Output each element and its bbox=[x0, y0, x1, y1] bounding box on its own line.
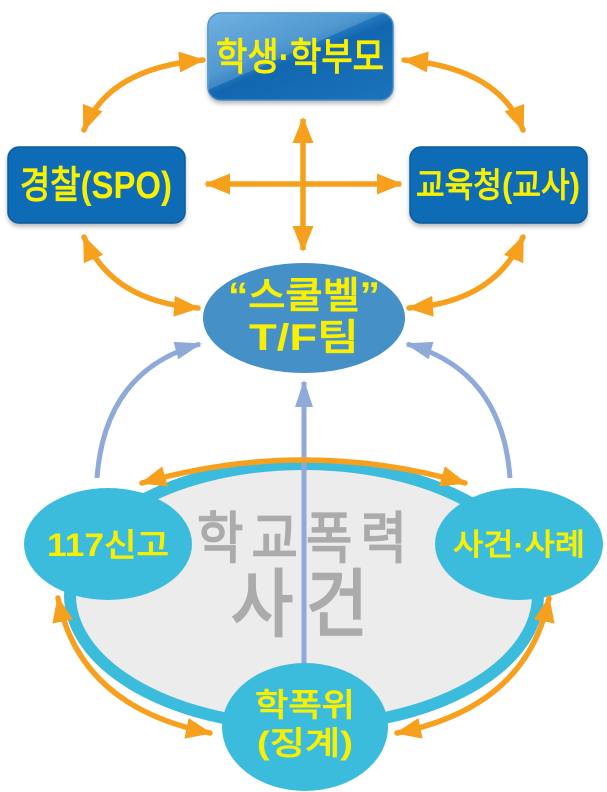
schoolbell-tf-label-line1: “스쿨벨” bbox=[228, 275, 380, 316]
arrow-report117-caseexamples bbox=[139, 457, 468, 487]
students-parents-box-bg bbox=[207, 12, 394, 101]
police-box: 경찰(SPO) bbox=[7, 146, 186, 224]
schoolbell-tf-label-line2: T/F팀 bbox=[249, 317, 359, 358]
students-parents-label: 학생·학부모 bbox=[216, 37, 384, 79]
incident-watermark-line2: 사건 bbox=[231, 563, 381, 646]
committee-ellipse bbox=[222, 663, 388, 791]
education-office-box-bg bbox=[409, 146, 588, 224]
police-box-bg bbox=[7, 146, 186, 224]
arrow-caseexamples-to-tf bbox=[405, 341, 513, 479]
schoolbell-tf-node: “스쿨벨” T/F팀 bbox=[203, 263, 405, 373]
education-office-box: 교육청(교사) bbox=[409, 146, 588, 224]
education-office-label: 교육청(교사) bbox=[416, 167, 580, 205]
committee-label-line1: 학폭위 bbox=[255, 687, 355, 723]
case-examples-label: 사건·사례 bbox=[453, 529, 585, 562]
arrow-police-tf bbox=[81, 234, 201, 317]
arrow-caseexamples-committee bbox=[394, 595, 555, 739]
arrow-students-police bbox=[81, 51, 206, 133]
students-parents-box: 학생·학부모 bbox=[207, 12, 394, 101]
case-examples-ellipse bbox=[435, 488, 603, 600]
gloss-highlight bbox=[208, 13, 383, 90]
report117-label: 117신고 bbox=[47, 527, 169, 563]
report117-ellipse bbox=[24, 488, 192, 600]
arrow-education-tf bbox=[406, 234, 526, 317]
arrow-students-education bbox=[401, 51, 526, 133]
police-label: 경찰(SPO) bbox=[20, 165, 172, 207]
committee-label-line2: (징계) bbox=[257, 725, 353, 761]
arrow-report117-to-tf bbox=[94, 341, 202, 479]
arrow-report117-committee bbox=[52, 595, 213, 739]
schoolbell-tf-ellipse bbox=[203, 263, 405, 373]
